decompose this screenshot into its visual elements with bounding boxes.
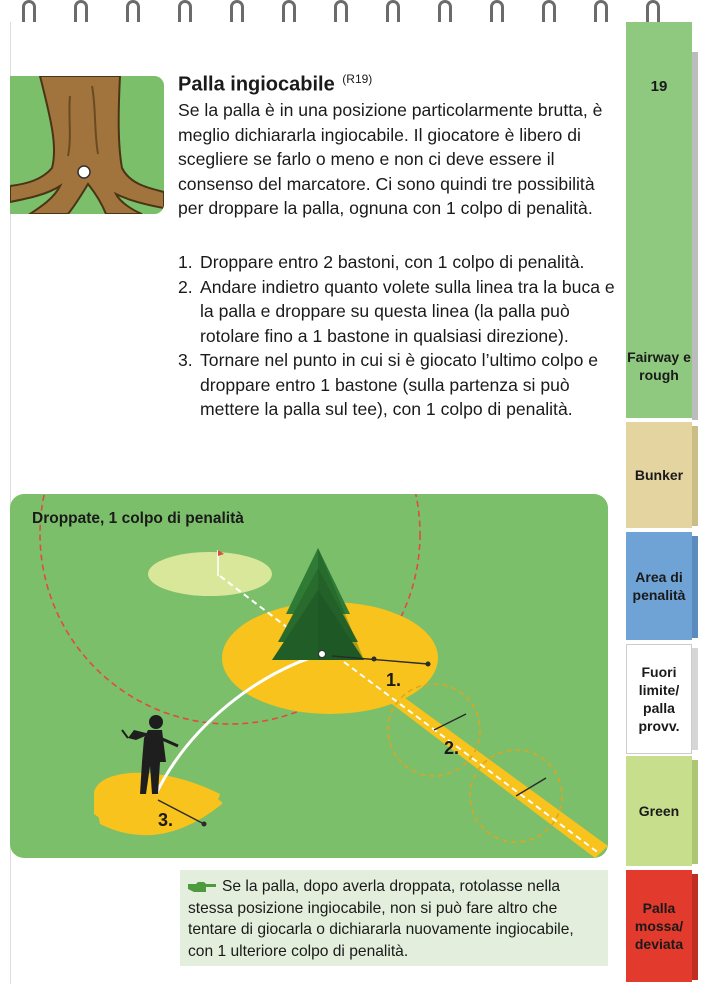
green-area [148,552,272,596]
flag [218,550,224,556]
rule-text: Tornare nel punto in cui si è giocato l’… [200,350,599,419]
rule-number: 1. [178,252,193,272]
rule-item: 1. Droppare entro 2 bastoni, con 1 colpo … [178,250,618,275]
tab-green[interactable]: Green [626,756,692,868]
boundary-circle [39,494,421,725]
pointing-hand-icon [188,881,216,892]
page-number: 19 [650,78,668,95]
tab-palla-mossa[interactable]: Palla mossa/ deviata [626,870,692,984]
pine-tree [272,548,364,660]
dashed-line-ball [335,655,601,855]
rule-number: 2. [178,276,193,297]
section-title-text: Palla ingiocabile [178,73,335,96]
golfer-silhouette [121,715,179,794]
tab-edge [692,760,698,864]
tab-fairway[interactable]: 19 Fairway e rough [626,22,692,420]
tab-edge [692,426,698,526]
rule-text: Andare indietro quanto volete sulla line… [200,276,615,346]
label-option-2: 2. [444,738,460,758]
drop-options-diagram: Droppate, 1 colpo di penalità 1. 2. 3. [10,494,608,858]
rule-reference: (R19) [342,72,373,86]
chapter-tabs: 19 Fairway e rough Bunker Area di penali… [626,22,698,984]
tab-area-label: Area di penalità [632,569,686,603]
tab-edge [692,536,698,638]
radius-2a [433,713,467,731]
section-title: Palla ingiocabile (R19) [178,72,372,97]
rules-list: 1. Droppare entro 2 bastoni, con 1 colpo … [178,250,618,422]
diagram-caption: Droppate, 1 colpo di penalità [32,510,244,527]
drop-circle-2a [387,683,481,777]
tab-area-penalita[interactable]: Area di penalità [626,532,692,642]
radius-1 [331,655,429,665]
tab-fairway-label: Fairway e rough [627,349,691,383]
diagram-svg [10,494,608,858]
rule-number: 3. [178,350,193,370]
note-text: Se la palla, dopo averla droppata, rotol… [188,878,574,960]
tree-roots-illustration [10,76,164,214]
tab-edge [692,874,698,980]
note-box: Se la palla, dopo averla droppata, rotol… [180,870,608,966]
tab-edge [692,648,698,750]
rule-item: 2. Andare indietro quanto volete sulla li… [178,275,618,349]
tab-fuori-label: Fuori limite/ palla provv. [638,664,680,734]
intro-paragraph: Se la palla è in una posizione particola… [178,100,603,218]
drop-circle-2b [469,749,563,843]
tab-bunker[interactable]: Bunker [626,422,692,530]
label-option-1: 1. [386,670,402,690]
rule-text: Droppare entro 2 bastoni, con 1 colpo di… [200,252,585,272]
tab-palla-label: Palla mossa/ deviata [634,900,684,952]
tab-fuori-limite[interactable]: Fuori limite/ palla provv. [626,644,692,754]
radius-2b [515,777,547,797]
radius-3 [157,799,205,825]
ball [318,650,326,658]
tab-edge [692,52,698,420]
tab-green-label: Green [638,803,680,819]
rule-item: 3. Tornare nel punto in cui si è giocato … [178,348,618,422]
label-option-3: 3. [158,810,174,830]
tab-bunker-label: Bunker [634,467,684,483]
line-hole-to-ball [219,575,323,655]
shot-arc [154,652,323,795]
